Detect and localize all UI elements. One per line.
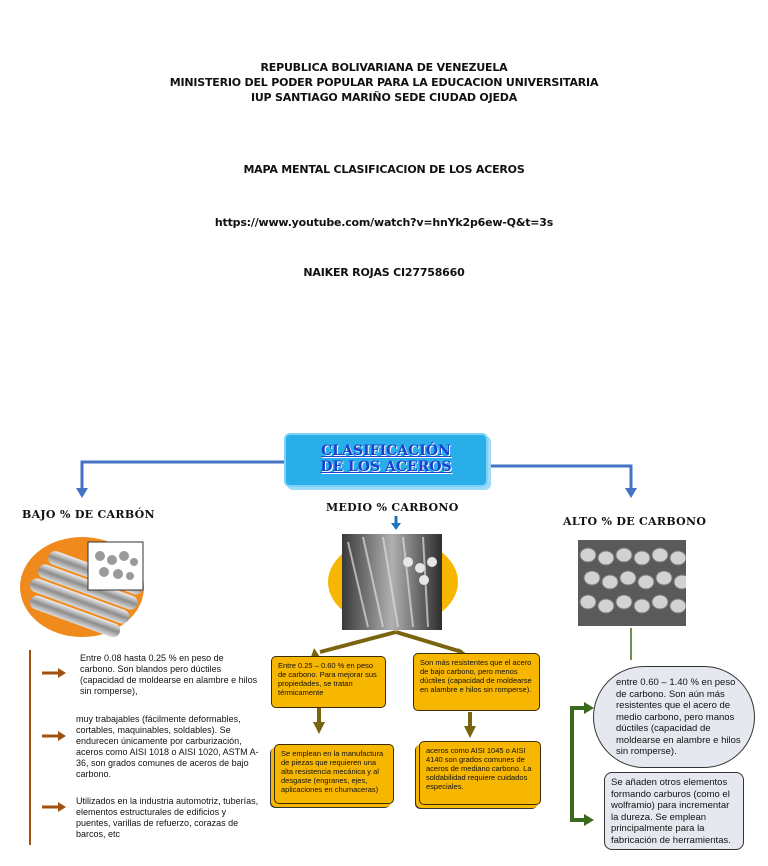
medium-carbon-box-grades: aceros como AISI 1045 o AISI 4140 son gr… <box>419 741 541 805</box>
medium-carbon-box-composition: Entre 0.25 – 0.60 % en peso de carbono. … <box>271 656 386 708</box>
high-carbon-box-composition: entre 0.60 – 1.40 % en peso de carbono. … <box>593 666 755 768</box>
connector-middle-arrowhead <box>391 523 401 530</box>
author-line: NAIKER ROJAS CI27758660 <box>303 266 465 279</box>
connector-right <box>486 464 633 490</box>
brown-arrow-1-head <box>58 668 66 678</box>
medium-carbon-box-uses: Se emplean en la manufactura de piezas q… <box>274 744 394 804</box>
header-line-institute: IUP SANTIAGO MARIÑO SEDE CIUDAD OJEDA <box>250 91 518 104</box>
connector-left <box>80 460 284 490</box>
medium-carbon-box-properties: Son más resistentes que el acero de bajo… <box>413 653 540 711</box>
olive-arrow-left-line <box>319 630 397 654</box>
olive-arrow-right-line <box>395 630 463 654</box>
low-carbon-image <box>20 532 145 638</box>
center-title-line1: CLASIFICACIÓN <box>321 443 451 459</box>
medium-carbon-image <box>328 532 458 632</box>
header-line-ministry: MINISTERIO DEL PODER POPULAR PARA LA EDU… <box>169 76 599 89</box>
low-carbon-title: BAJO % DE CARBÓN <box>22 508 155 521</box>
medium-carbon-title: MEDIO % CARBONO <box>326 501 459 514</box>
video-link[interactable]: https://www.youtube.com/watch?v=hnYk2p6e… <box>214 216 554 229</box>
institution-header: REPUBLICA BOLIVARIANA DE VENEZUELA MINIS… <box>0 60 768 105</box>
header-line-republic: REPUBLICA BOLIVARIANA DE VENEZUELA <box>260 61 508 74</box>
low-carbon-item-3: Utilizados en la industria automotriz, t… <box>76 796 259 839</box>
high-carbon-box-uses: Se añaden otros elementos formando carbu… <box>604 772 744 850</box>
olive-arrow-down-right-head <box>464 726 476 738</box>
olive-arrow-down-left-head <box>313 722 325 734</box>
high-carbon-image <box>578 540 691 626</box>
green-arrow-bottom-head <box>584 814 594 826</box>
green-bracket <box>570 706 588 822</box>
brown-arrow-2-head <box>58 731 66 741</box>
low-carbon-item-2: muy trabajables (fácilmente deformables,… <box>76 714 259 779</box>
high-carbon-title: ALTO % DE CARBONO <box>563 515 707 528</box>
center-title-line2: DE LOS ACEROS <box>320 459 452 475</box>
connector-right-arrowhead <box>625 488 637 498</box>
low-carbon-item-1: Entre 0.08 hasta 0.25 % en peso de carbo… <box>80 653 258 696</box>
center-node: CLASIFICACIÓN DE LOS ACEROS <box>284 433 488 487</box>
brown-arrow-3-head <box>58 802 66 812</box>
subject-title: MAPA MENTAL CLASIFICACION DE LOS ACEROS <box>243 163 525 176</box>
connector-left-arrowhead <box>76 488 88 498</box>
